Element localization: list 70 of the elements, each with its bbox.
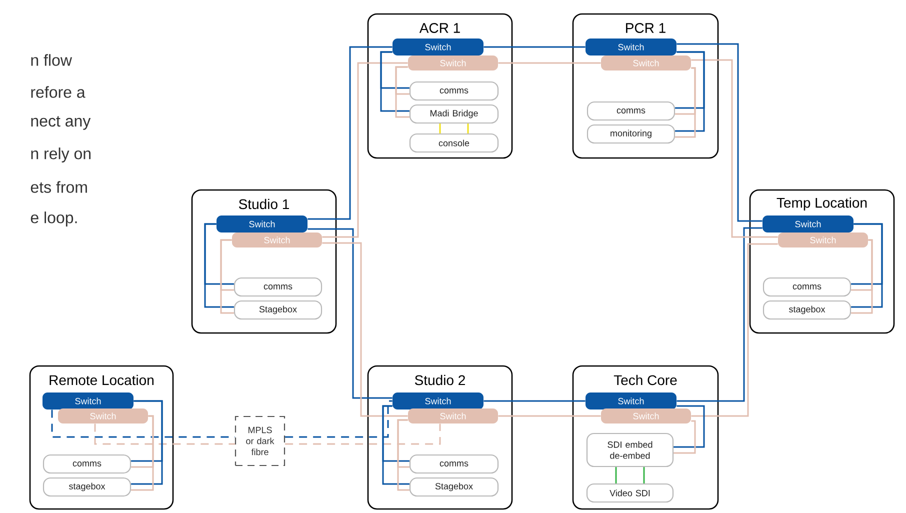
connector-line [382,405,410,485]
device-box: comms [409,454,499,474]
connector-line [484,400,586,402]
description-text: n flow [31,54,72,66]
switch-box: Switch [58,408,148,424]
description-text: e loop. [30,212,77,226]
device-box: stagebox [42,477,132,497]
switch-box: Switch [586,38,676,56]
switch-box: Switch [42,392,134,410]
device-box: monitoring [586,124,676,144]
switch-box: Switch [408,56,498,70]
connector-line [691,243,778,417]
description-text: n rely on [31,148,90,162]
device-box: Madi Bridge [409,104,499,124]
network-box: MPLS or dark fibre [234,416,286,466]
device-box: comms [234,277,322,297]
connector-line [131,400,163,485]
switch-box: Switch [586,392,676,410]
connector-line [851,223,883,308]
connector-line [676,43,762,222]
switch-box: Switch [408,408,498,424]
connector-line [285,400,392,438]
description-text: refore a [31,86,86,98]
connector-line [397,419,410,491]
switch-box: Switch [601,56,691,70]
connector-line [674,405,705,448]
description-text: ets from [30,181,87,193]
connector-line [615,467,617,484]
connector-line [467,124,469,134]
connector-line [380,51,410,112]
device-box: comms [42,454,132,474]
connector-line [220,239,234,314]
switch-box: Switch [392,38,484,56]
connector-line [51,410,235,438]
connector-line [322,242,408,417]
connector-line [439,124,441,134]
connector-line [675,67,696,138]
description-text: nect any [31,116,91,130]
device-box: SDI embed de-embed [586,432,674,468]
device-box: Stagebox [234,300,322,320]
connector-line [691,59,778,238]
connector-line [285,424,441,445]
device-box: comms [409,81,499,101]
device-box: stagebox [762,300,852,320]
connector-line [498,415,601,417]
connector-line [308,228,392,399]
switch-box: Switch [601,408,691,424]
connector-line [675,51,705,132]
connector-line [484,46,586,48]
connector-line [94,424,235,445]
device-box: Video SDI [586,483,674,503]
device-box: comms [586,101,676,121]
connector-line [131,415,154,491]
connector-line [498,62,601,64]
connector-line [322,62,408,238]
connector-line [674,420,696,454]
switch-box: Switch [392,392,484,410]
connector-line [851,239,873,314]
device-box: console [409,133,499,153]
connector-line [308,46,392,220]
switch-box: Switch [778,232,868,248]
switch-box: Switch [762,216,854,232]
device-box: Stagebox [409,477,499,497]
connector-line [204,223,234,308]
device-box: comms [762,277,852,297]
switch-box: Switch [216,216,308,232]
connector-line [643,467,645,484]
switch-box: Switch [232,232,322,248]
connector-line [676,227,762,402]
connector-line [395,66,410,118]
